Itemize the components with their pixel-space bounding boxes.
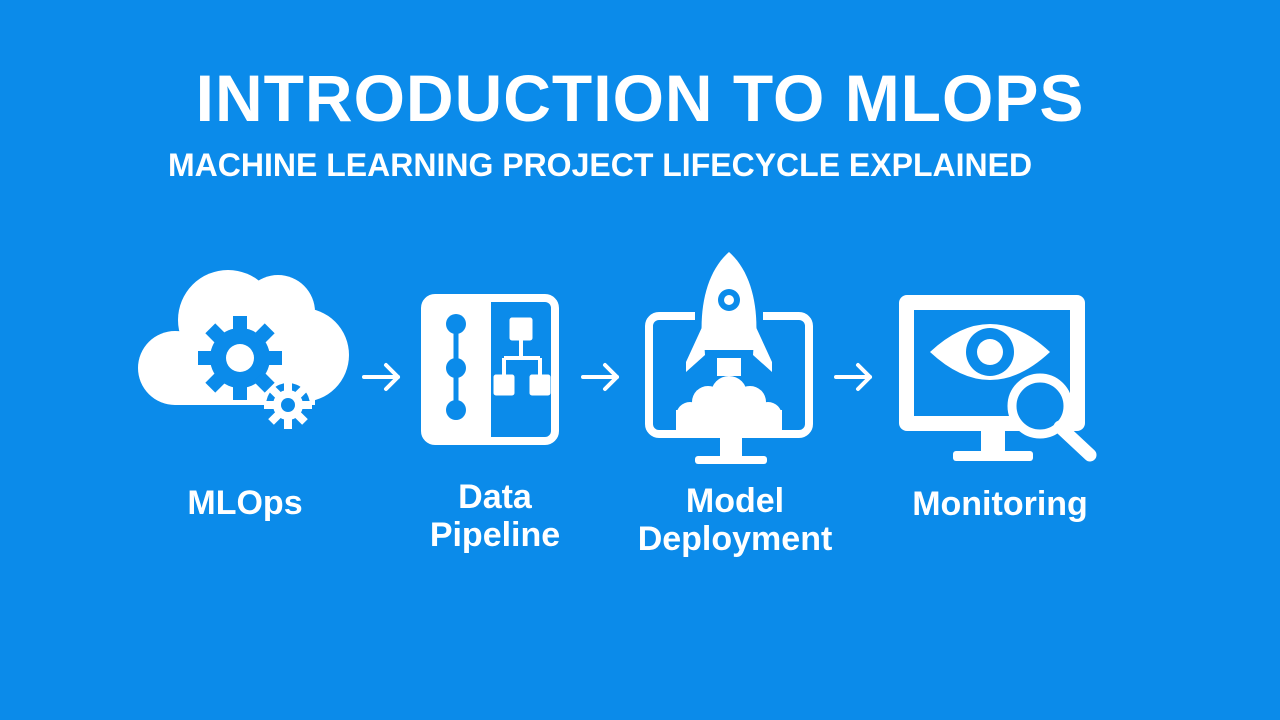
step-label-mlops: MLOps [150, 484, 340, 522]
step-label-line: Monitoring [912, 485, 1088, 523]
arrow-icon [834, 363, 872, 391]
arrow-icon [362, 363, 400, 391]
data-pipeline-icon [421, 294, 559, 445]
step-label-model-deployment: Model Deployment [610, 482, 860, 558]
cloud-gears-icon [138, 270, 349, 429]
rocket-monitor-icon [645, 252, 813, 464]
page-subtitle: MACHINE LEARNING PROJECT LIFECYCLE EXPLA… [168, 147, 1033, 183]
step-label-data-pipeline: Data Pipeline [395, 478, 595, 554]
step-label-line: Deployment [637, 520, 833, 558]
step-label-monitoring: Monitoring [875, 485, 1125, 523]
page-title: INTRODUCTION TO MLOPS [195, 61, 1085, 135]
arrow-icon [581, 363, 619, 391]
step-label-line: MLOps [187, 484, 303, 522]
step-label-line: Pipeline [429, 516, 561, 554]
step-label-line: Data [458, 478, 532, 516]
step-label-line: Model [685, 482, 785, 520]
monitor-eye-magnifier-icon [899, 295, 1097, 462]
